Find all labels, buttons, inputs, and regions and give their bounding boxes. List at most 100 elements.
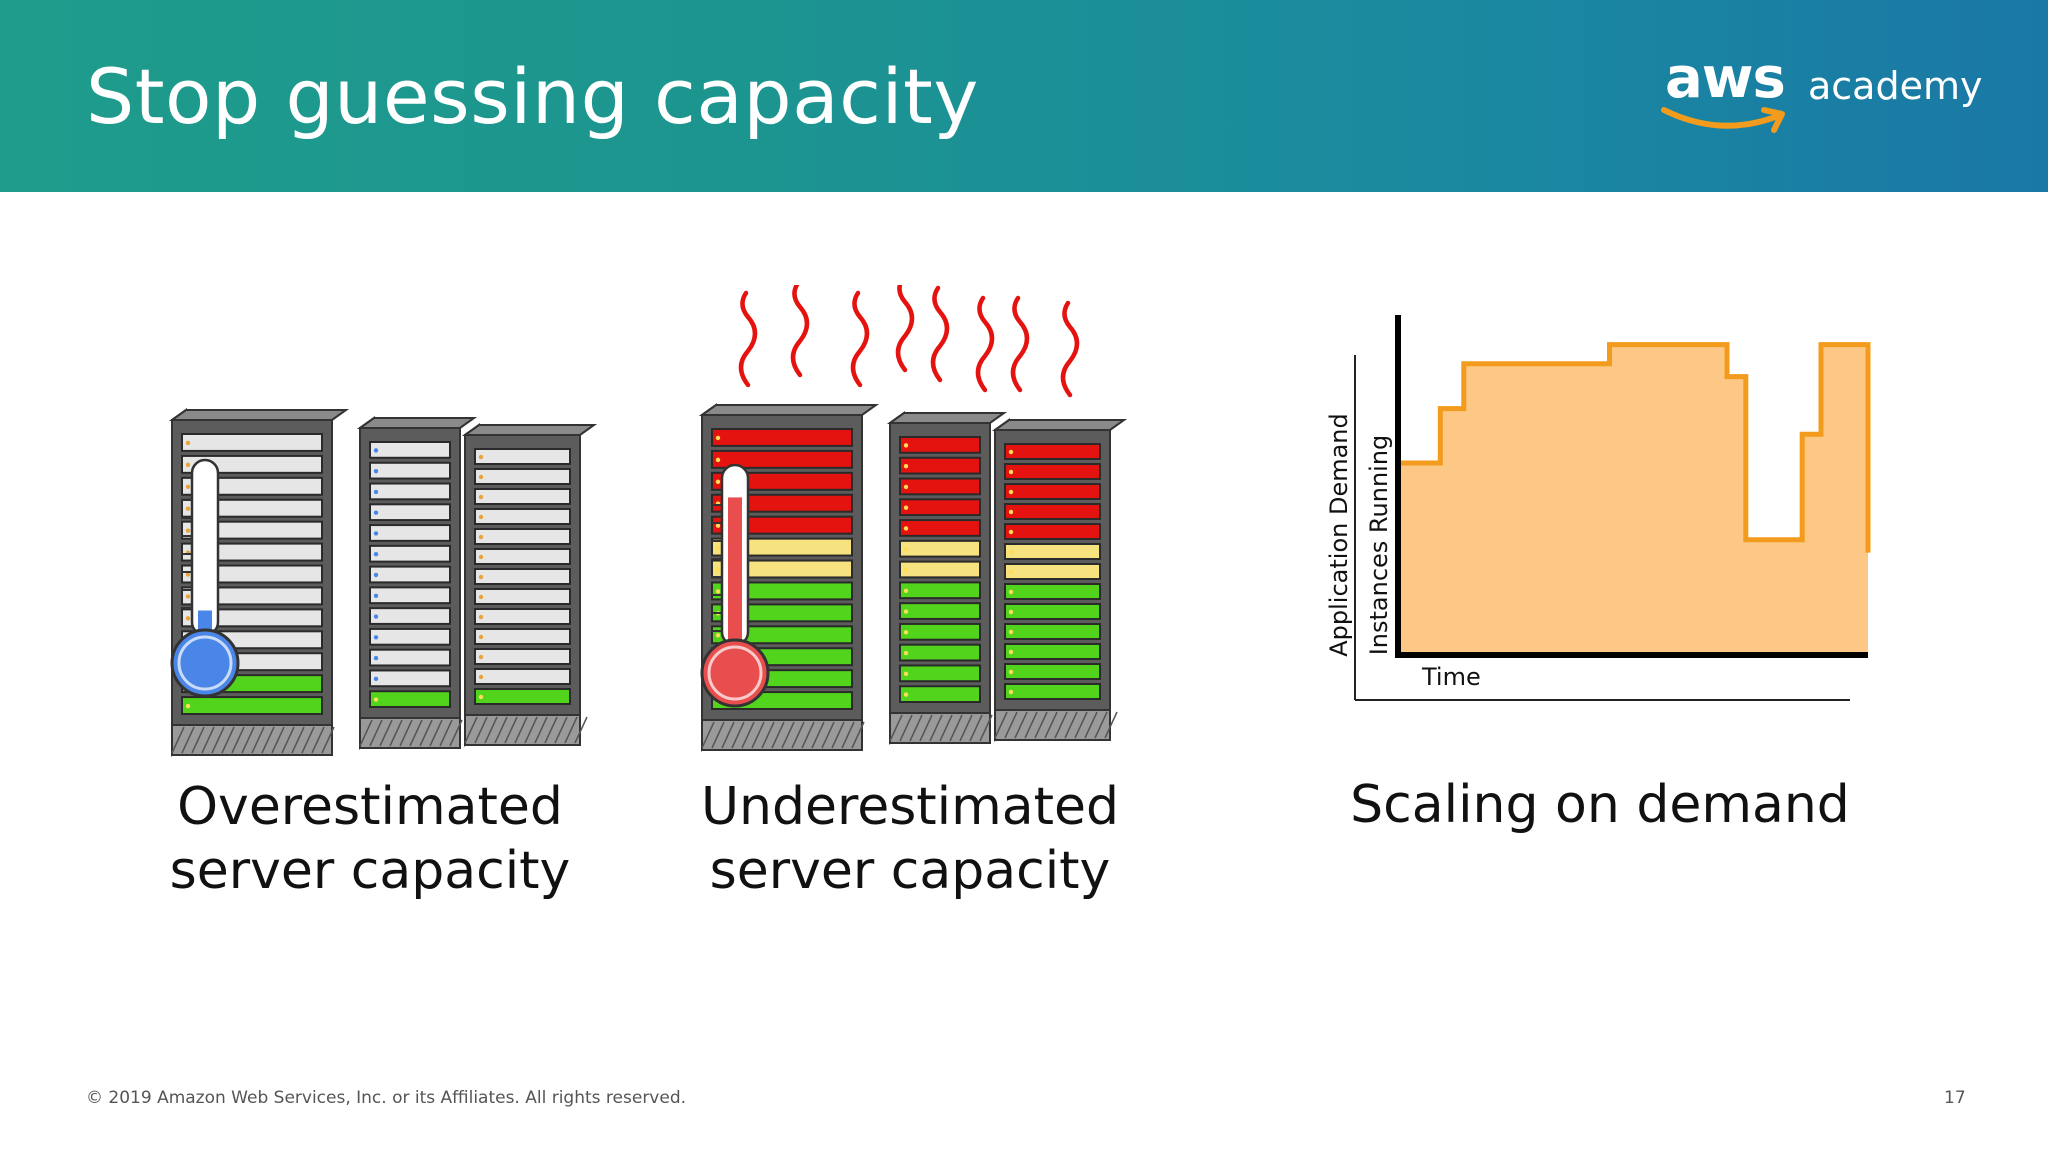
rack-led [715,435,721,441]
header-banner: Stop guessing capacity aws academy [0,0,2048,192]
rack-slot [474,628,571,645]
rack-led [903,609,909,614]
rack-led [373,676,379,682]
rack-base-hatch [261,726,275,754]
rack-led [903,650,909,656]
thermometer-bulb-shine [177,635,233,691]
rack-top [356,417,478,429]
rack-led [478,694,484,700]
rack-led [373,448,379,453]
rack-base-hatch [821,721,835,749]
rack-base-hatch [201,726,215,754]
rack-base-hatch [544,716,558,744]
heat-wave-icon [895,285,915,373]
rack-base-hatch [771,721,785,749]
thermometer-tube [190,458,220,637]
rack-base-hatch [841,721,855,749]
rack-slot [899,664,981,683]
rack-slot [474,528,571,545]
underestimated-illustration [698,285,1128,752]
rack-slot [369,669,451,688]
rack-top [991,419,1128,431]
rack-slot [899,519,981,537]
rack-base-hatch [1034,711,1048,739]
rack-led [478,654,484,660]
rack-slot [369,461,451,480]
rack-slot [474,648,571,665]
rack-base-hatch [1094,711,1108,739]
rack-base [359,717,461,749]
rack-base-hatch [241,726,255,754]
rack-slot [899,622,981,641]
rack-slot [181,696,323,716]
rack-led [185,572,191,577]
rack-base-hatch [761,721,775,749]
rack-base-hatch [939,714,953,742]
heat-wave-icon [850,290,870,388]
rack-base-hatch [949,714,963,742]
rack-slot [369,503,451,522]
rack-led [185,528,191,533]
rack-base-hatch [994,711,1008,739]
rack-slot [899,539,981,558]
rack-led [185,594,191,599]
logo-academy-text: academy [1808,64,1983,108]
rack-slot [474,508,571,525]
rack-slot [369,690,451,709]
rack-led [715,589,721,594]
rack-led [185,506,191,511]
rack-base-hatch [801,721,815,749]
rack-led [373,489,379,495]
rack-led [903,630,909,635]
caption-overestimated-line1: Overestimated [177,777,563,837]
rack-led [478,634,484,640]
rack-slot [474,588,571,605]
rack-base-hatch [564,716,578,744]
rack-base-hatch [721,721,735,749]
rack-led [903,484,909,490]
rack-base-hatch [301,726,315,754]
rack-base-hatch [909,714,923,742]
heat-wave-icon [1060,300,1080,398]
aws-academy-logo: aws academy [1660,46,1982,152]
rack-led [715,567,721,572]
rack-led [1008,629,1014,635]
rack-base-hatch [389,719,403,747]
rack-base-hatch [1074,711,1088,739]
rack-base-hatch [464,716,478,744]
rack-led [373,593,379,598]
rack-base-hatch [554,716,568,744]
rack-base-hatch [1064,711,1078,739]
rack-base-hatch [221,726,235,754]
rack-led [1008,549,1014,555]
rack-top [886,412,1008,424]
rack-led [1008,529,1014,535]
heat-wave-icon [930,285,950,383]
rack-base-hatch [419,719,433,747]
rack-slot [899,436,981,454]
rack-base [889,712,991,744]
copyright-text: © 2019 Amazon Web Services, Inc. or its … [86,1088,687,1108]
rack-led [373,572,379,578]
rack-led [373,552,379,557]
rack-led [478,674,484,680]
thermometer-bulb [170,628,240,698]
heat-wave-icon [975,295,995,393]
rack-slot [1004,503,1101,520]
rack-slot [1004,583,1101,600]
rack-base-hatch [831,721,845,749]
rack-base-hatch [191,726,205,754]
rack-base-hatch [524,716,538,744]
rack-slot [1004,543,1101,560]
slide-title: Stop guessing capacity [86,52,979,141]
rack-led [1008,489,1014,495]
rack-base-hatch [574,716,588,744]
rack-slot [181,433,323,452]
rack-slot [899,685,981,704]
rack-slot [474,668,571,685]
rack-slot [899,643,981,662]
rack-base-hatch [271,726,285,754]
rack-led [903,671,909,677]
rack-led [373,635,379,640]
rack-led [1008,649,1014,655]
